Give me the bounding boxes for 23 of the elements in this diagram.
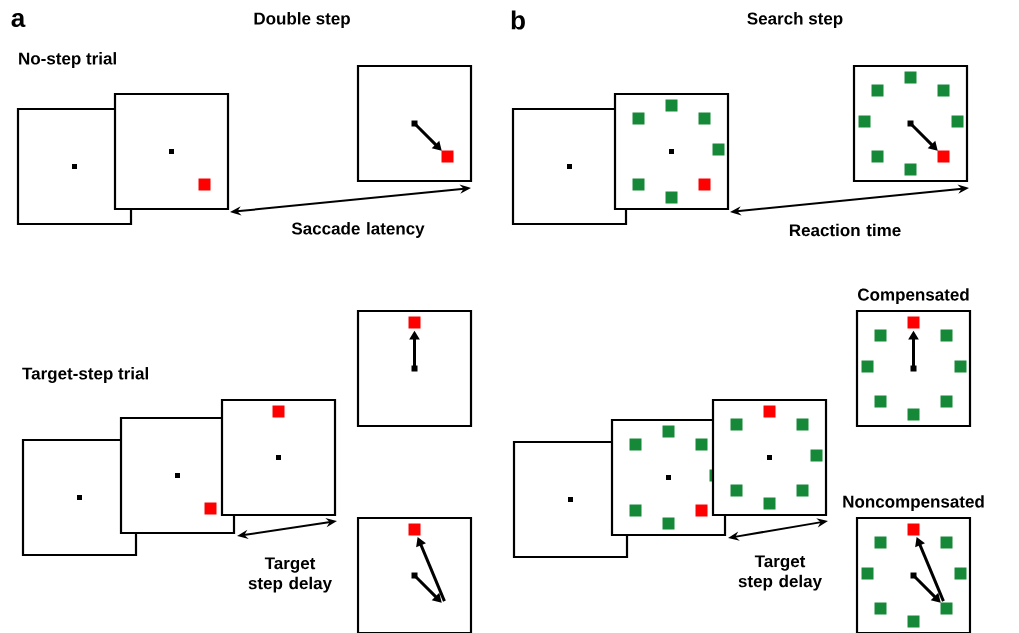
edge-label: Reaction time xyxy=(789,223,901,237)
screen-box xyxy=(852,64,969,183)
row-title: No-step trial xyxy=(19,52,116,68)
screen-box: Noncompensated xyxy=(843,495,984,633)
panel-letter: b xyxy=(511,10,525,30)
screen-box xyxy=(511,107,628,226)
node-label: Compensated xyxy=(858,288,969,305)
screen-box xyxy=(356,64,473,183)
screen-box xyxy=(356,516,473,633)
panel-title: Search step xyxy=(747,12,843,28)
screen-box xyxy=(356,309,473,428)
row-title: Target-step trial xyxy=(22,367,148,383)
panel-title: Double step xyxy=(254,12,350,28)
screen-box xyxy=(711,398,828,517)
screen-box xyxy=(613,92,730,211)
edge-label: Saccade latency xyxy=(291,222,425,238)
panel-letter: a xyxy=(11,12,26,28)
node-label: Noncompensated xyxy=(843,495,984,512)
screen-box xyxy=(220,398,337,517)
screen-box xyxy=(113,92,230,211)
edge-label: Target step delay xyxy=(248,557,332,593)
screen-box: Compensated xyxy=(855,288,972,428)
edge-label: Target step delay xyxy=(738,555,822,591)
